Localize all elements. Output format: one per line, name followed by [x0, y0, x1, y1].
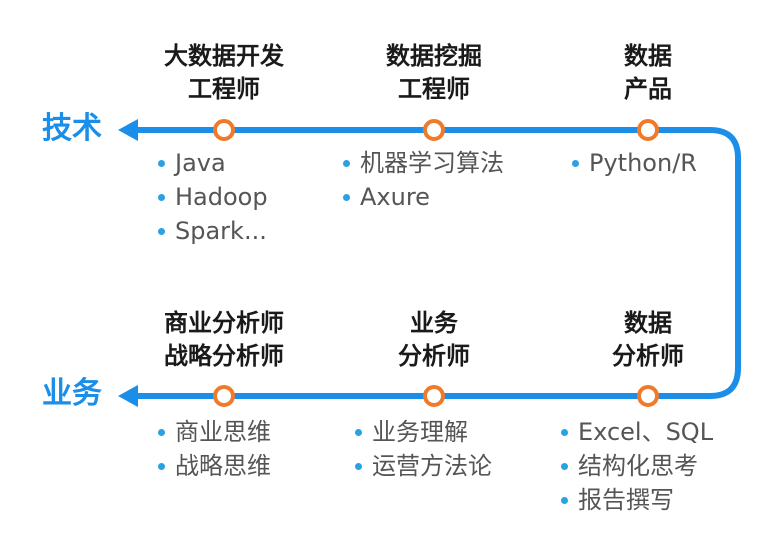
role-title-line: 工程师 [398, 75, 470, 103]
skill-item: 战略思维 [158, 449, 271, 483]
skill-text: 结构化思考 [578, 452, 698, 480]
bullet-icon [158, 428, 165, 436]
skill-item: Excel、SQL [561, 415, 713, 449]
bullet-icon [158, 159, 165, 167]
bullet-icon [158, 462, 165, 470]
bullet-icon [343, 193, 350, 201]
role-title-line: 数据 [624, 309, 672, 337]
skill-text: 报告撰写 [578, 486, 674, 514]
role-title-line: 业务 [410, 309, 458, 337]
skill-text: 机器学习算法 [360, 149, 504, 177]
bullet-icon [355, 462, 362, 470]
milestone-node [213, 119, 235, 141]
skill-item: 业务理解 [355, 415, 492, 449]
skill-item: Hadoop [158, 180, 268, 214]
arrow-head-bottom [118, 385, 138, 407]
skill-item: Java [158, 146, 268, 180]
track-label-technical: 技术 [42, 111, 102, 146]
role-title-line: 商业分析师 [164, 309, 284, 337]
role-title-line: 分析师 [398, 342, 470, 370]
role-title: 业务分析师 [334, 307, 534, 373]
milestone-node [423, 119, 445, 141]
skill-text: 战略思维 [175, 452, 271, 480]
role-title: 数据产品 [548, 40, 748, 106]
skill-item: 商业思维 [158, 415, 271, 449]
path-line [132, 127, 741, 399]
bullet-icon [561, 496, 568, 504]
role-title: 数据分析师 [548, 307, 748, 373]
skill-item: 报告撰写 [561, 483, 713, 517]
skill-item: 结构化思考 [561, 449, 713, 483]
skill-item: 机器学习算法 [343, 146, 504, 180]
skill-text: 运营方法论 [372, 452, 492, 480]
arrow-head-top [118, 119, 138, 141]
milestone-node [423, 385, 445, 407]
skill-list: 业务理解运营方法论 [355, 415, 492, 483]
bullet-icon [355, 428, 362, 436]
bullet-icon [158, 193, 165, 201]
skill-list: Python/R [572, 146, 697, 180]
skill-list: 商业思维战略思维 [158, 415, 271, 483]
skill-list: 机器学习算法 Axure [343, 146, 504, 214]
skill-text: Spark... [175, 217, 267, 245]
role-title-line: 产品 [624, 75, 672, 103]
skill-text: 商业思维 [175, 418, 271, 446]
role-title-line: 大数据开发 [164, 42, 284, 70]
skill-text: Excel、SQL [578, 418, 714, 446]
bullet-icon [572, 159, 579, 167]
skill-text: Axure [360, 183, 430, 211]
skill-item: 运营方法论 [355, 449, 492, 483]
track-label-business: 业务 [42, 376, 102, 411]
role-title: 大数据开发工程师 [124, 40, 324, 106]
skill-item: Python/R [572, 146, 697, 180]
skill-item: Spark... [158, 214, 268, 248]
skill-item: Axure [343, 180, 504, 214]
role-title: 数据挖掘工程师 [334, 40, 534, 106]
skill-text: Hadoop [175, 183, 268, 211]
bullet-icon [561, 462, 568, 470]
skill-list: Excel、SQL 结构化思考报告撰写 [561, 415, 713, 517]
role-title-line: 战略分析师 [164, 342, 284, 370]
role-title-line: 数据 [624, 42, 672, 70]
skill-text: 业务理解 [372, 418, 468, 446]
role-title-line: 工程师 [188, 75, 260, 103]
milestone-node [213, 385, 235, 407]
bullet-icon [158, 227, 165, 235]
bullet-icon [561, 428, 568, 436]
milestone-node [637, 385, 659, 407]
milestone-node [637, 119, 659, 141]
role-title-line: 分析师 [612, 342, 684, 370]
role-title-line: 数据挖掘 [386, 42, 482, 70]
bullet-icon [343, 159, 350, 167]
skill-text: Java [175, 149, 226, 177]
skill-text: Python/R [589, 149, 697, 177]
role-title: 商业分析师战略分析师 [124, 307, 324, 373]
